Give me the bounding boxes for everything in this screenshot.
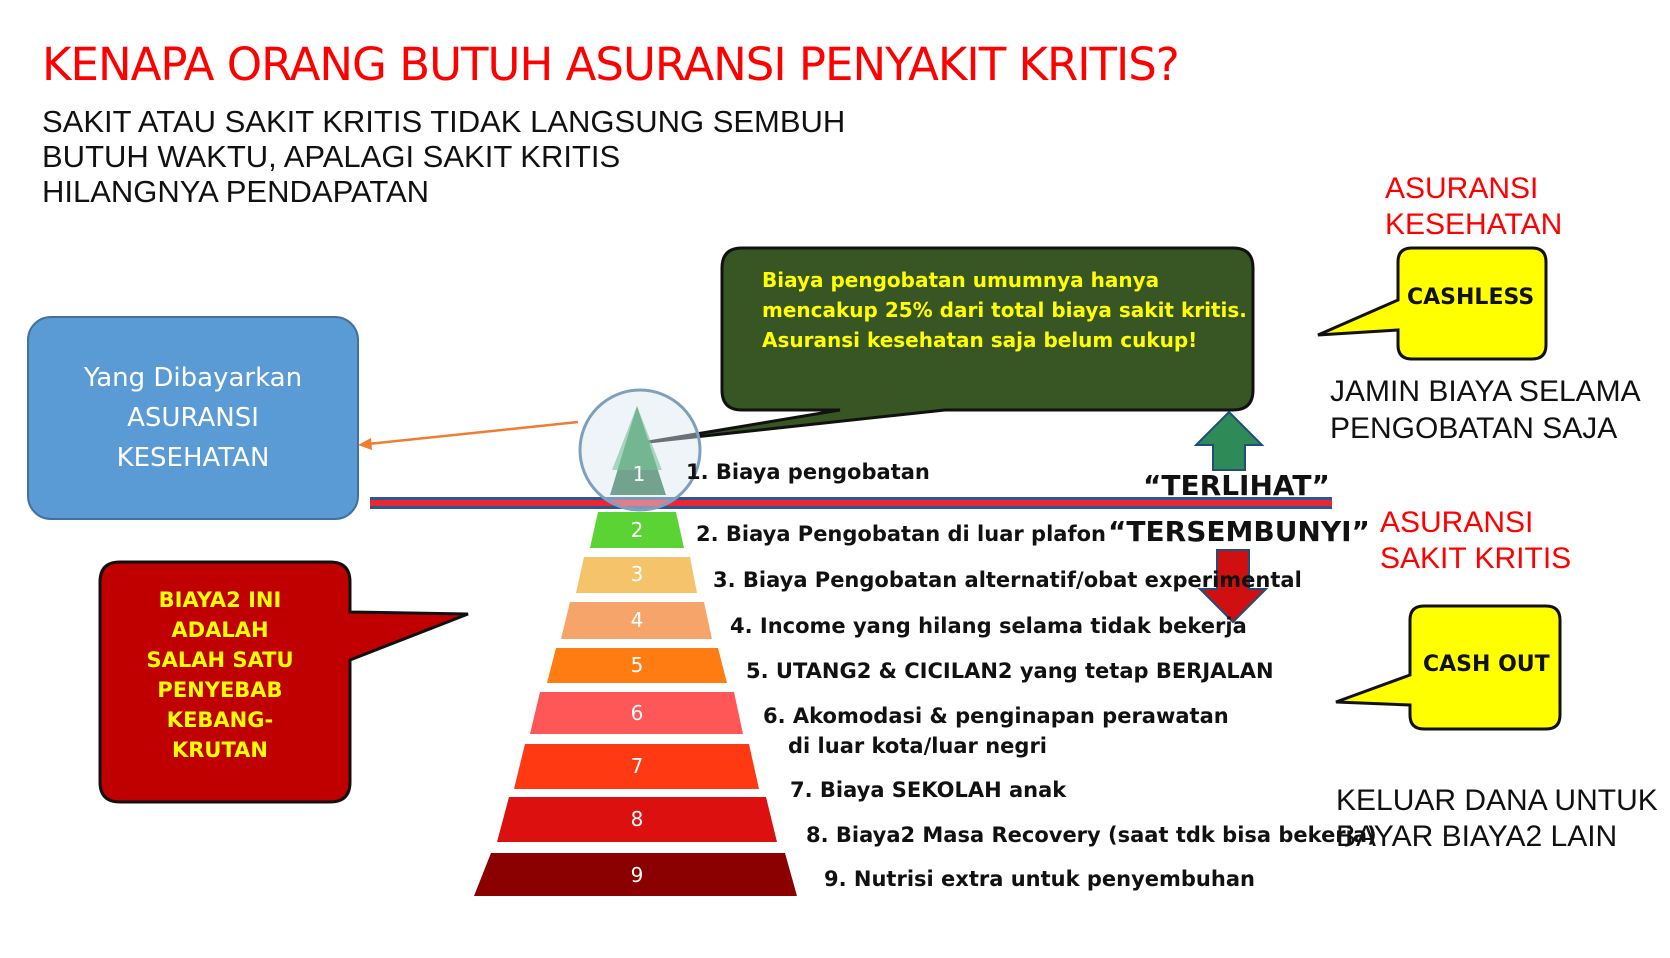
pyramid-tier-9: [474, 853, 797, 896]
green-callout-text: Biaya pengobatan umumnya hanya mencakup …: [762, 265, 1282, 355]
red-callout-text: BIAYA2 INI ADALAH SALAH SATU PENYEBAB KE…: [110, 585, 330, 765]
pyramid-item-6: 6. Akomodasi & penginapan perawatan: [763, 704, 1229, 728]
subtitle-line-1: SAKIT ATAU SAKIT KRITIS TIDAK LANGSUNG S…: [42, 104, 846, 139]
health-insurance-box: Yang Dibayarkan ASURANSI KESEHATAN: [27, 316, 359, 520]
pyramid-tier-2: [590, 512, 684, 548]
orange-pointer-arrow: [367, 420, 579, 446]
pyramid-item-1: 1. Biaya pengobatan: [686, 460, 930, 484]
red-callout-line-5: KEBANG-: [166, 708, 274, 732]
pyramid-item-2: 2. Biaya Pengobatan di luar plafon: [696, 522, 1106, 546]
pyramid-tier-4: [561, 602, 712, 639]
health-insurance-heading-1: ASURANSI: [1385, 172, 1539, 205]
tier-number-6: 6: [631, 701, 644, 725]
tier-number-7: 7: [631, 754, 644, 778]
cashless-bubble-shape: [1317, 246, 1548, 361]
tier-number-4: 4: [631, 608, 644, 632]
cashout-bubble-shape: [1335, 604, 1562, 731]
tier-number-9: 9: [631, 863, 644, 887]
hidden-label: “TERSEMBUNYI”: [1108, 515, 1370, 548]
pyramid-item-6-line-2: di luar kota/luar negri: [788, 734, 1048, 758]
critical-illness-heading-1: ASURANSI: [1380, 506, 1534, 539]
up-arrow: [1193, 410, 1265, 471]
orange-arrowhead: [358, 438, 372, 450]
pyramid-tier-1-apex: [612, 406, 662, 470]
cashless-label: CASHLESS: [1407, 285, 1535, 310]
health-insurance-desc-1: JAMIN BIAYA SELAMA: [1330, 375, 1641, 408]
blue-box-line-2: ASURANSI: [127, 403, 259, 433]
health-insurance-heading-2: KESEHATAN: [1385, 208, 1563, 241]
divider-line-red: [370, 500, 1332, 506]
down-arrow: [1197, 549, 1269, 624]
critical-illness-heading-2: SAKIT KRITIS: [1380, 542, 1572, 575]
tier-number-3: 3: [631, 562, 644, 586]
pyramid-item-3: 3. Biaya Pengobatan alternatif/obat expe…: [713, 568, 1302, 592]
pyramid-item-7: 7. Biaya SEKOLAH anak: [790, 778, 1067, 802]
subtitle-line-3: HILANGNYA PENDAPATAN: [42, 174, 430, 209]
visible-label: “TERLIHAT”: [1143, 469, 1330, 502]
red-callout-line-3: SALAH SATU: [146, 648, 294, 672]
tier-number-8: 8: [631, 807, 644, 831]
blue-box-line-3: KESEHATAN: [116, 443, 270, 473]
page-title: KENAPA ORANG BUTUH ASURANSI PENYAKIT KRI…: [42, 38, 1180, 91]
cash-out-label: CASH OUT: [1423, 652, 1550, 677]
pyramid-tier-5: [547, 648, 727, 683]
green-callout-line-2: mencakup 25% dari total biaya sakit krit…: [762, 298, 1247, 322]
pyramid-item-9: 9. Nutrisi extra untuk penyembuhan: [824, 867, 1255, 891]
green-callout-line-3: Asuransi kesehatan saja belum cukup!: [762, 328, 1198, 352]
red-callout-line-1: BIAYA2 INI: [158, 588, 282, 612]
magnifier-circle: [578, 388, 702, 512]
red-callout-shape: [98, 560, 469, 804]
pyramid-tier-7: [514, 744, 759, 789]
critical-illness-desc-2: BAYAR BIAYA2 LAIN: [1336, 820, 1618, 853]
tier-number-2: 2: [631, 518, 644, 542]
pyramid-tier-8: [497, 797, 777, 842]
pyramid-item-4: 4. Income yang hilang selama tidak beker…: [730, 614, 1247, 638]
green-callout-line-1: Biaya pengobatan umumnya hanya: [762, 268, 1160, 292]
green-callout-shape: [647, 246, 1255, 444]
red-callout-line-6: KRUTAN: [171, 738, 269, 762]
critical-illness-desc-1: KELUAR DANA UNTUK: [1336, 784, 1658, 817]
pyramid-item-5: 5. UTANG2 & CICILAN2 yang tetap BERJALAN: [746, 659, 1274, 683]
pyramid-tier-3: [576, 557, 697, 593]
blue-box-line-1: Yang Dibayarkan: [83, 363, 303, 393]
red-callout-line-2: ADALAH: [171, 618, 269, 642]
subtitle-line-2: BUTUH WAKTU, APALAGI SAKIT KRITIS: [42, 139, 621, 174]
pyramid-tier-6: [530, 692, 743, 734]
pyramid-item-8: 8. Biaya2 Masa Recovery (saat tdk bisa b…: [806, 823, 1377, 847]
red-callout-line-4: PENYEBAB: [157, 678, 283, 702]
tier-number-5: 5: [631, 653, 644, 677]
health-insurance-desc-2: PENGOBATAN SAJA: [1330, 412, 1618, 445]
tier-number-1: 1: [633, 462, 646, 486]
